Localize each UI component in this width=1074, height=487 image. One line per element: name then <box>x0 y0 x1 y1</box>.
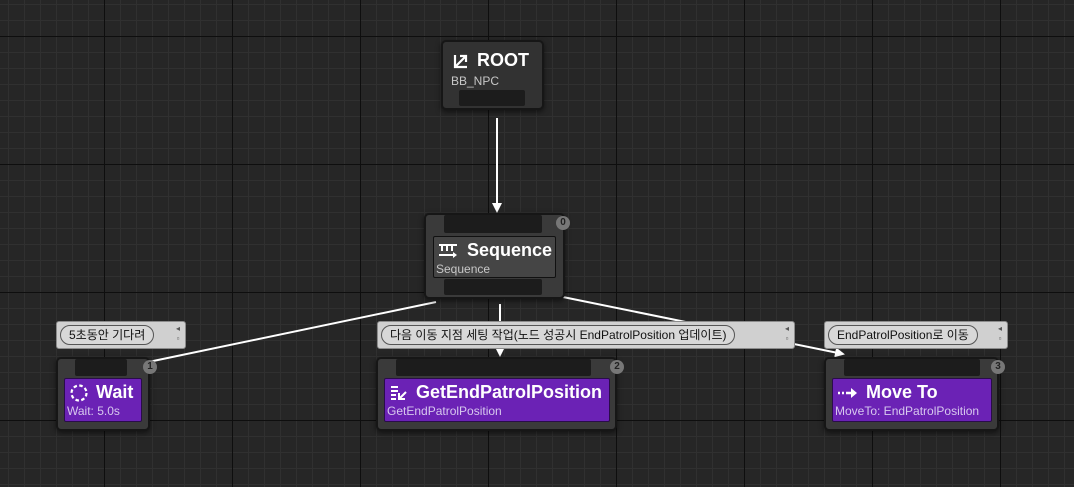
root-title: ROOT <box>452 50 529 71</box>
task-list-icon <box>389 383 409 403</box>
getendpatrolposition-comment-text: 다음 이동 지점 세팅 작업(노드 성공시 EndPatrolPosition … <box>381 325 736 345</box>
wait-node[interactable]: Wait Wait: 5.0s <box>56 357 150 431</box>
root-subtitle: BB_NPC <box>451 74 500 88</box>
getendpatrolposition-title: GetEndPatrolPosition <box>416 382 603 402</box>
wait-input-pin[interactable] <box>75 359 127 376</box>
getendpatrolposition-index-badge: 2 <box>610 360 624 374</box>
wait-index-badge: 1 <box>143 360 157 374</box>
moveto-index-badge: 3 <box>991 360 1005 374</box>
wait-title: Wait <box>96 382 134 402</box>
moveto-comment[interactable]: EndPatrolPosition로 이동 ◂▫ <box>824 321 1008 349</box>
moveto-body: Move To MoveTo: EndPatrolPosition <box>832 378 992 422</box>
sequence-node[interactable]: Sequence Sequence <box>424 213 565 299</box>
wait-comment[interactable]: 5초동안 기다려 ◂▫ <box>56 321 186 349</box>
root-node[interactable]: ROOT BB_NPC <box>441 40 544 110</box>
moveto-comment-text: EndPatrolPosition로 이동 <box>828 325 978 345</box>
wire-sequence-to-wait <box>132 301 437 369</box>
getendpatrolposition-body: GetEndPatrolPosition GetEndPatrolPositio… <box>384 378 610 422</box>
sequence-title: Sequence <box>467 240 553 260</box>
getendpatrolposition-subtitle: GetEndPatrolPosition <box>387 404 502 418</box>
wait-comment-text: 5초동안 기다려 <box>60 325 155 345</box>
sequence-input-pin[interactable] <box>444 215 542 233</box>
sequence-icon <box>438 242 460 260</box>
moveto-node[interactable]: Move To MoveTo: EndPatrolPosition <box>824 357 999 431</box>
moveto-subtitle: MoveTo: EndPatrolPosition <box>835 404 980 418</box>
comment-pin-icon[interactable]: ◂▫ <box>175 324 180 343</box>
root-title-text: ROOT <box>477 50 529 70</box>
getendpatrolposition-comment[interactable]: 다음 이동 지점 세팅 작업(노드 성공시 EndPatrolPosition … <box>377 321 795 349</box>
moveto-title: Move To <box>866 382 938 402</box>
sequence-body: Sequence Sequence <box>433 236 556 278</box>
sequence-index-badge: 0 <box>556 216 570 230</box>
comment-pin-icon[interactable]: ◂▫ <box>784 324 789 343</box>
comment-pin-icon[interactable]: ◂▫ <box>997 324 1002 343</box>
tree-root-icon <box>452 52 470 70</box>
getendpatrolposition-node[interactable]: GetEndPatrolPosition GetEndPatrolPositio… <box>376 357 617 431</box>
wait-subtitle: Wait: 5.0s <box>67 404 120 418</box>
move-to-icon <box>837 385 859 401</box>
moveto-input-pin[interactable] <box>844 359 980 376</box>
getendpatrolposition-input-pin[interactable] <box>396 359 591 376</box>
wait-body: Wait Wait: 5.0s <box>64 378 142 422</box>
sequence-subtitle: Sequence <box>436 262 491 276</box>
sequence-output-pin[interactable] <box>444 279 542 295</box>
wait-icon <box>69 383 89 403</box>
root-output-pin[interactable] <box>459 90 525 106</box>
